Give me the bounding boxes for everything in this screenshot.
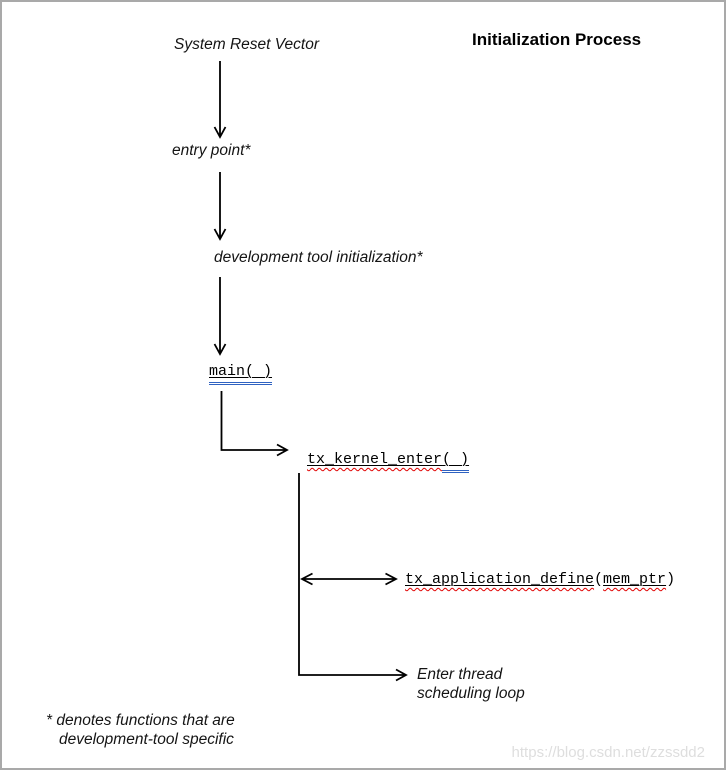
enter-thread-line1: Enter thread	[417, 666, 503, 683]
main-function-label: main( )	[209, 363, 273, 385]
footnote-line1: * denotes functions that are	[46, 712, 235, 729]
diagram-title: Initialization Process	[472, 30, 642, 49]
node-system-reset-vector: System Reset Vector	[174, 36, 320, 53]
application-define-close-paren: )	[666, 571, 676, 588]
kernel-enter-name: tx_kernel_enter	[307, 451, 443, 468]
arrow-main-to-kernel-enter	[220, 391, 289, 457]
arrow-kernel-to-scheduling-loop	[298, 473, 408, 682]
application-define-arg-underline: mem_ptr	[603, 571, 666, 588]
node-enter-thread-scheduling-loop: Enter thread scheduling loop	[417, 665, 525, 703]
arrow-entry-to-devtool-init	[213, 172, 227, 241]
arrow-application-define-bidirectional	[300, 572, 398, 586]
node-development-tool-initialization: development tool initialization*	[214, 249, 423, 266]
watermark: https://blog.csdn.net/zzssdd2	[511, 744, 705, 761]
arrow-reset-to-entry-point	[213, 61, 227, 139]
arrow-devtool-to-main	[213, 277, 227, 356]
application-define-arg: mem_ptr	[603, 571, 667, 588]
node-entry-point: entry point*	[172, 142, 251, 159]
kernel-enter-name-underline: tx_kernel_enter	[307, 451, 442, 468]
application-define-open-paren: (	[594, 571, 604, 588]
enter-thread-line2: scheduling loop	[417, 685, 525, 702]
footnote-line2: development-tool specific	[59, 731, 234, 748]
kernel-enter-args: ( )	[442, 451, 470, 473]
application-define-name-underline: tx_application_define	[405, 571, 594, 588]
application-define-name: tx_application_define	[405, 571, 595, 588]
node-tx-kernel-enter: tx_kernel_enter( )	[307, 451, 470, 473]
node-tx-application-define: tx_application_define(mem_ptr)	[405, 571, 675, 589]
node-main-function: main( )	[209, 363, 273, 385]
footnote: * denotes functions that are development-…	[46, 711, 235, 749]
